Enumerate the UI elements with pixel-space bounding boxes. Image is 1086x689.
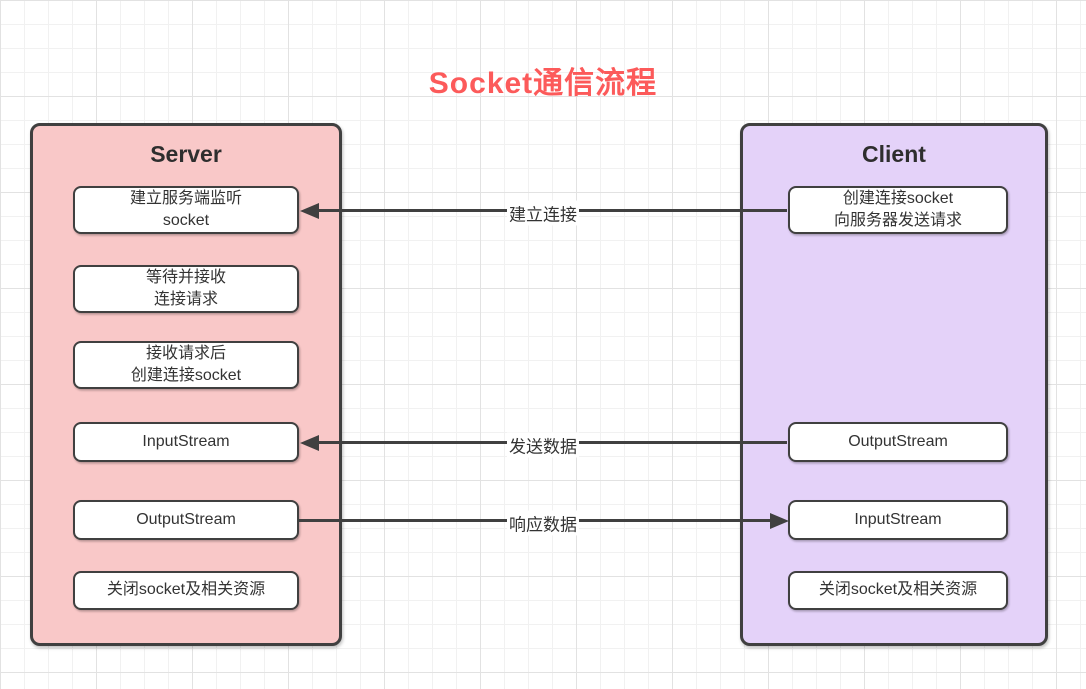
client-step-outputstream: OutputStream [788, 422, 1008, 462]
server-step-create-listen-socket: 建立服务端监听 socket [73, 186, 299, 234]
server-container: Server 建立服务端监听 socket 等待并接收 连接请求 接收请求后 创… [30, 123, 342, 646]
server-step-outputstream: OutputStream [73, 500, 299, 540]
arrowhead-right-icon [770, 513, 789, 529]
server-step-create-conn-socket: 接收请求后 创建连接socket [73, 341, 299, 389]
arrowhead-left-icon [300, 203, 319, 219]
client-step-create-socket-send-request: 创建连接socket 向服务器发送请求 [788, 186, 1008, 234]
connection-respond-label: 响应数据 [507, 510, 579, 536]
connection-establish-label: 建立连接 [507, 200, 579, 226]
server-step-close-socket: 关闭socket及相关资源 [73, 571, 299, 610]
client-step-inputstream: InputStream [788, 500, 1008, 540]
client-title: Client [862, 141, 926, 167]
connection-send-label: 发送数据 [507, 432, 579, 458]
arrowhead-left-icon [300, 435, 319, 451]
server-title: Server [150, 141, 222, 167]
diagram-title: Socket通信流程 [428, 67, 658, 100]
client-step-close-socket: 关闭socket及相关资源 [788, 571, 1008, 610]
client-container: Client 创建连接socket 向服务器发送请求 OutputStream … [740, 123, 1048, 646]
server-step-wait-accept-request: 等待并接收 连接请求 [73, 265, 299, 313]
server-step-inputstream: InputStream [73, 422, 299, 462]
